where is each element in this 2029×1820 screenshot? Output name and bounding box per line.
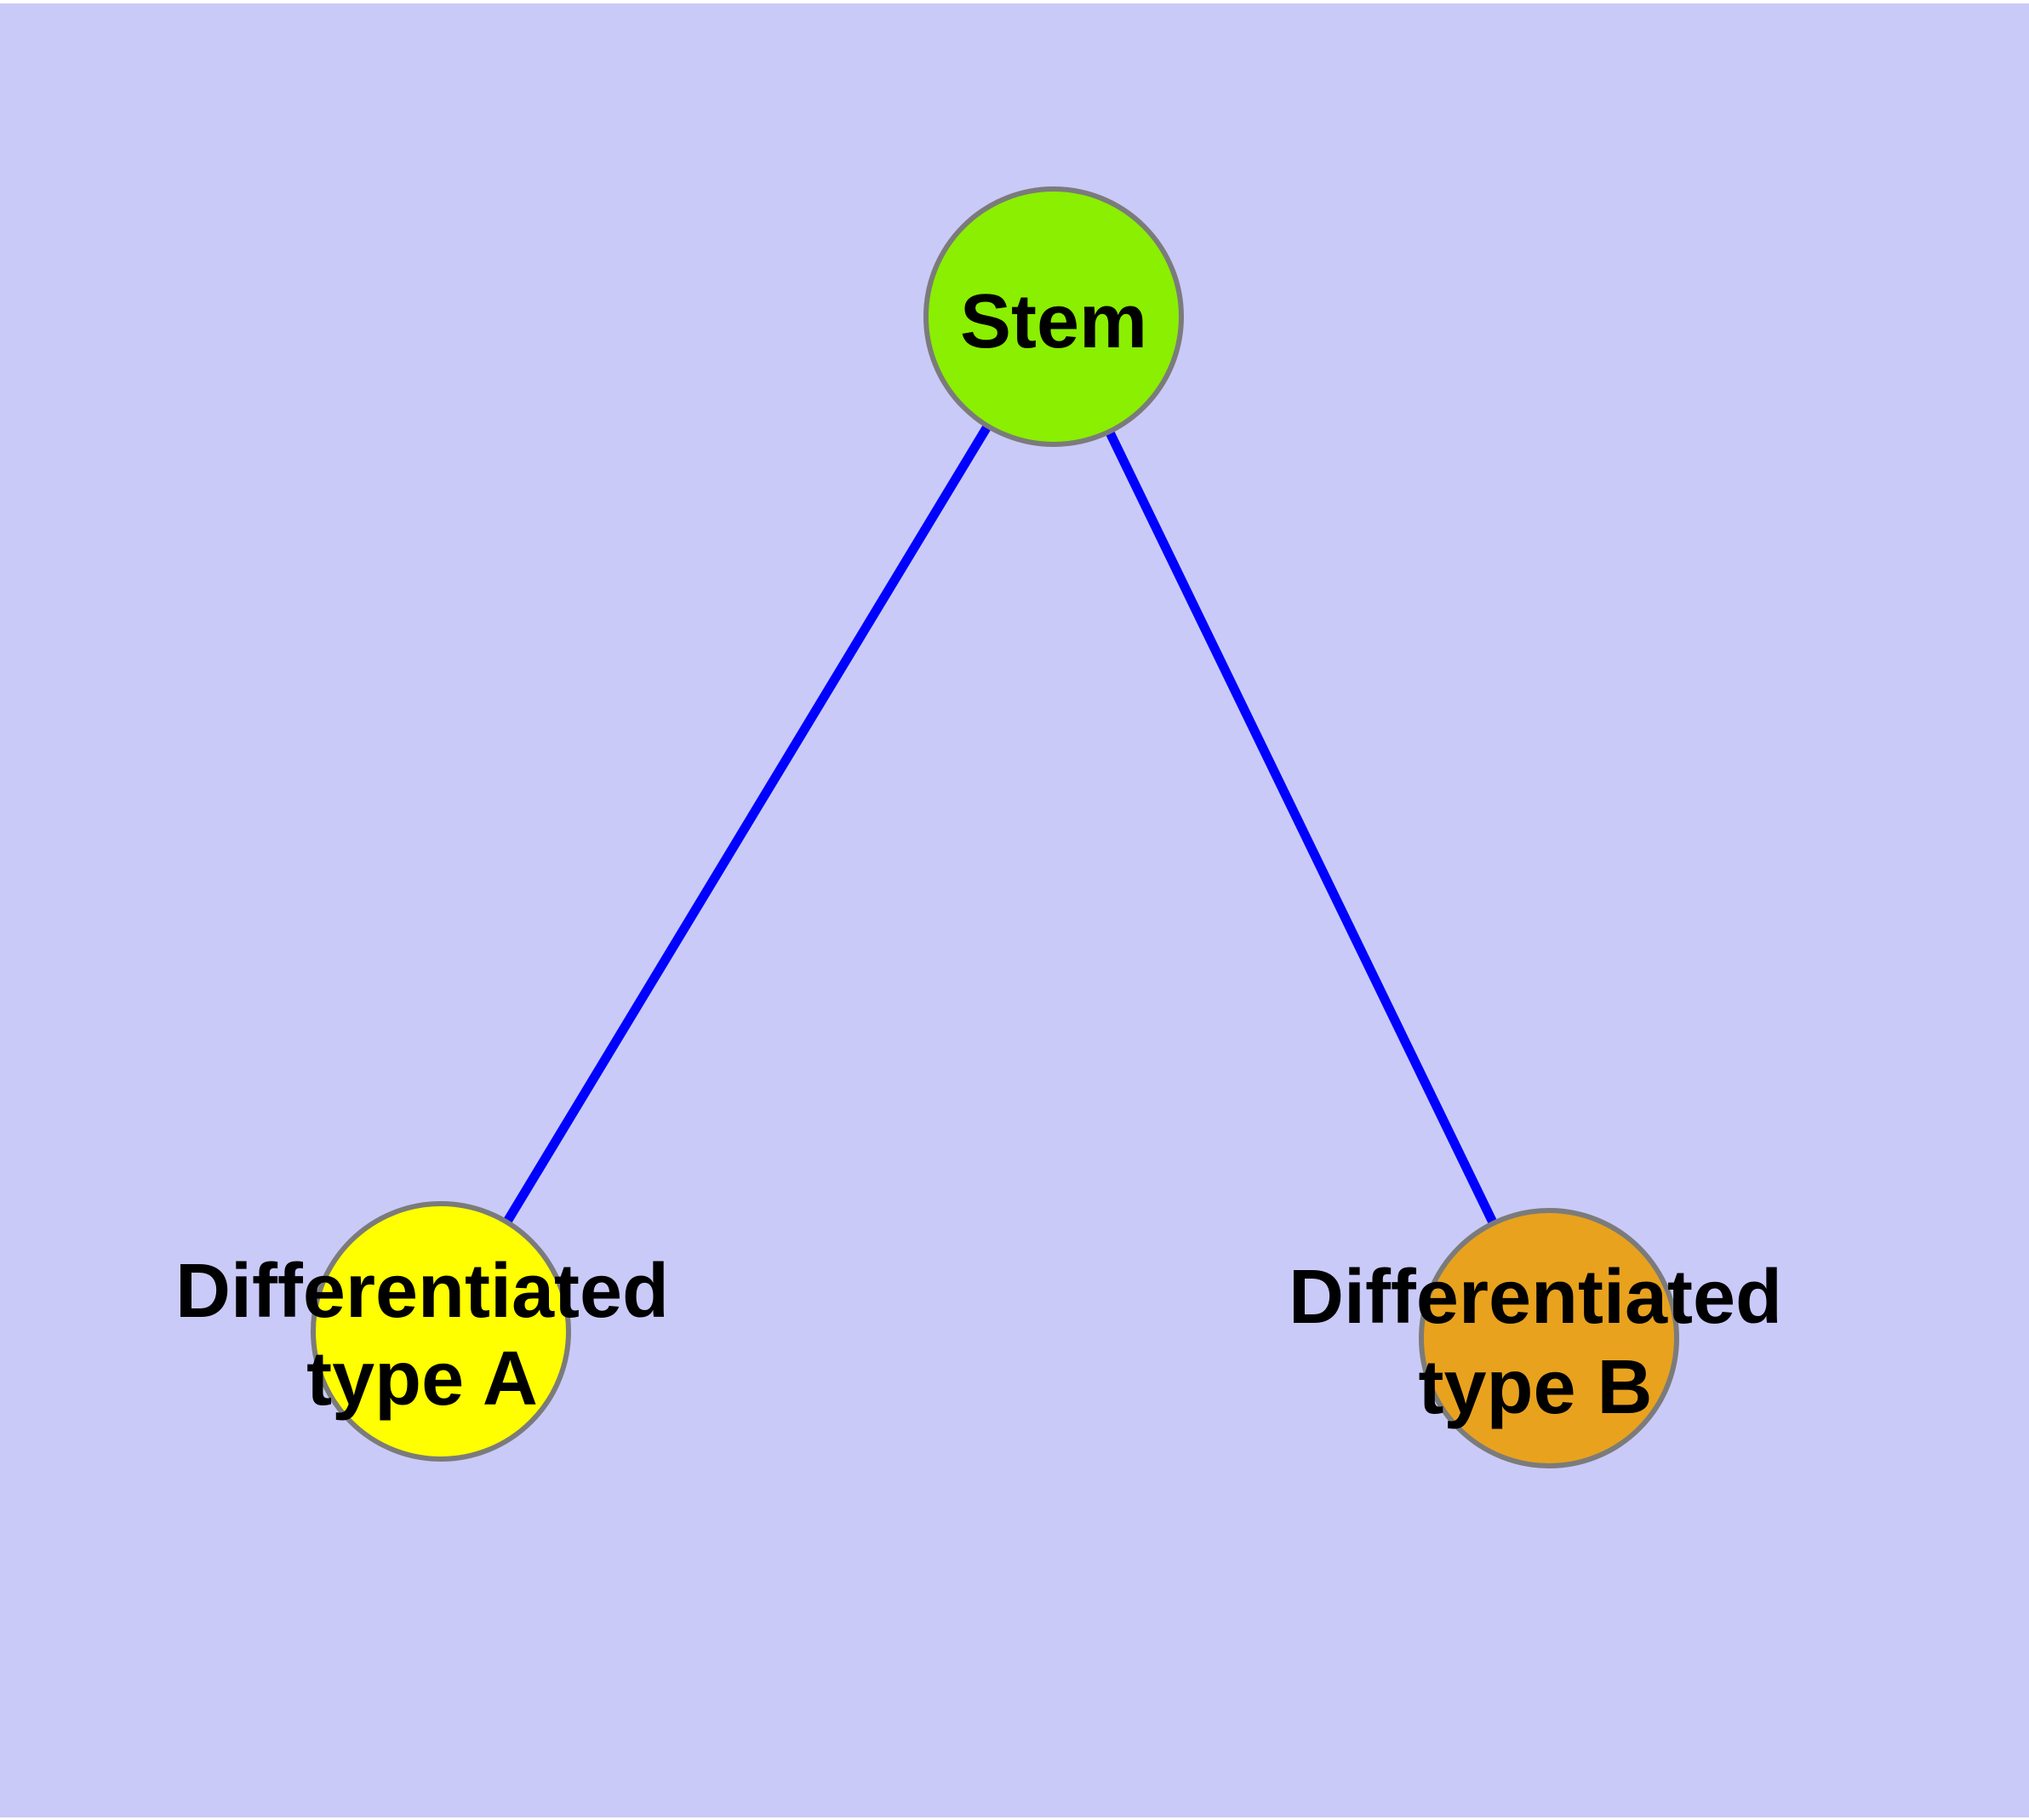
node-differentiated-type-b-circle [1419, 1208, 1679, 1468]
node-stem-label: Stem [960, 279, 1147, 364]
node-differentiated-type-b-label-line2: type B [1418, 1345, 1652, 1430]
node-differentiated-type-a-circle [311, 1201, 571, 1462]
edge-stem-to-type-a [437, 314, 1058, 1334]
node-differentiated-type-a-label-line1: Differentiated [175, 1249, 669, 1334]
edge-stem-to-type-b [1049, 314, 1553, 1341]
node-differentiated-type-a-label-line2: type A [306, 1336, 538, 1422]
node-stem-circle [923, 186, 1184, 447]
node-differentiated-type-b-label-line1: Differentiated [1289, 1255, 1782, 1340]
